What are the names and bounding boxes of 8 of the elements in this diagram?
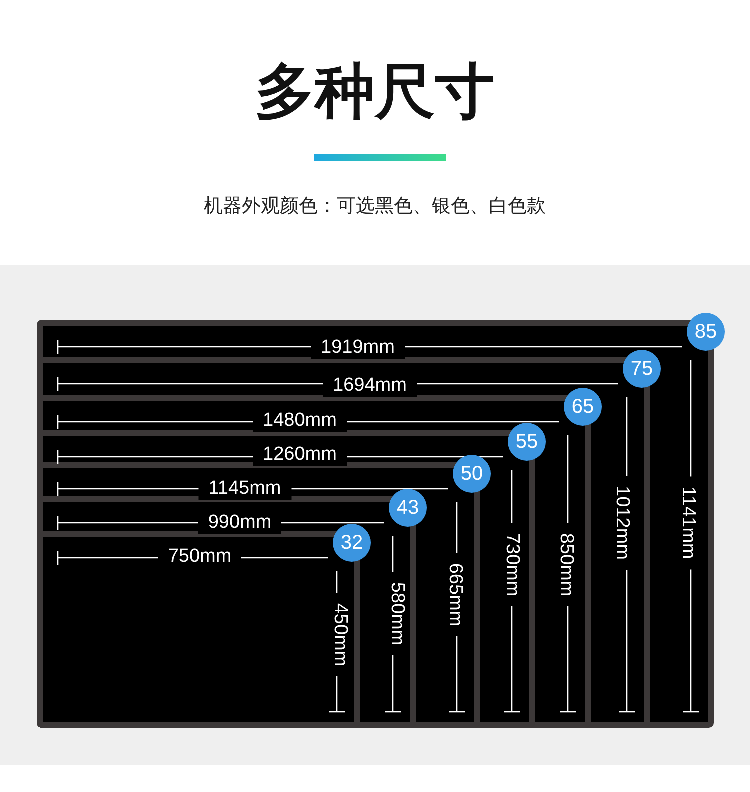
dimension-label: 1694mm [323,375,417,397]
dimension-label: 990mm [198,512,282,534]
dimension-label: 1919mm [311,337,405,359]
dimension-label: 1260mm [253,444,347,466]
caption: 机器外观颜色：可选黑色、银色、白色款 [203,194,547,219]
title: 多种尺寸 [254,56,496,129]
dimension-label: 1480mm [253,410,347,432]
dimension-label: 1145mm [198,478,292,500]
